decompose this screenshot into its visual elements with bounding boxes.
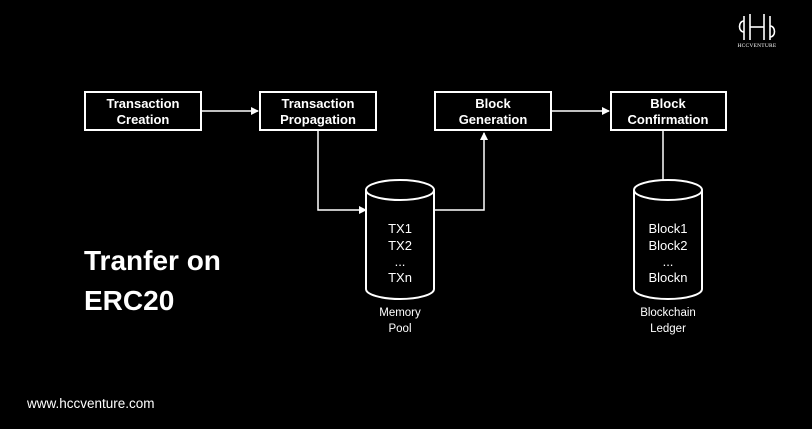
memory-pool-item-txn: TXn [388,270,412,285]
box-block-confirmation: Block Confirmation [610,91,727,131]
ledger-caption-line1: Blockchain [640,307,696,319]
box-block-generation-line1: Block [475,96,511,111]
box-block-generation: Block Generation [434,91,552,131]
box-transaction-creation-line1: Transaction [107,96,180,111]
ledger-cylinder: Block1 Block2 ... Blockn [633,179,703,300]
memory-pool-item-ellipsis: ... [395,254,406,269]
hccventure-monogram-icon [738,14,776,40]
box-block-confirmation-line2: Confirmation [628,112,709,127]
box-transaction-propagation: Transaction Propagation [259,91,377,131]
memory-pool-item-tx1: TX1 [388,221,412,236]
ledger-item-blockn: Blockn [648,270,687,285]
logo-text: HCCVENTURE [738,43,777,49]
box-block-confirmation-line1: Block [650,96,686,111]
box-transaction-creation-line2: Creation [117,112,170,127]
headline-line1: Tranfer on [84,245,221,276]
headline-line2: ERC20 [84,285,175,316]
website-link[interactable]: www.hccventure.com [27,396,155,411]
ledger-item-ellipsis: ... [663,254,674,269]
memory-pool-caption-line1: Memory [379,307,421,319]
ledger-caption-line2: Ledger [650,323,686,335]
arrow-memory-pool-to-generation [434,132,488,211]
hccventure-logo: HCCVENTURE [738,14,777,49]
ledger-item-block1: Block1 [648,221,687,236]
ledger-item-block2: Block2 [648,238,687,253]
box-transaction-propagation-line1: Transaction [282,96,355,111]
headline: Tranfer on ERC20 [84,241,221,321]
arrow-propagation-to-memory-pool [317,130,367,214]
memory-pool-cylinder: TX1 TX2 ... TXn [365,179,435,300]
box-block-generation-line2: Generation [459,112,528,127]
box-transaction-propagation-line2: Propagation [280,112,356,127]
memory-pool-item-tx2: TX2 [388,238,412,253]
box-transaction-creation: Transaction Creation [84,91,202,131]
memory-pool-caption-line2: Pool [388,323,411,335]
